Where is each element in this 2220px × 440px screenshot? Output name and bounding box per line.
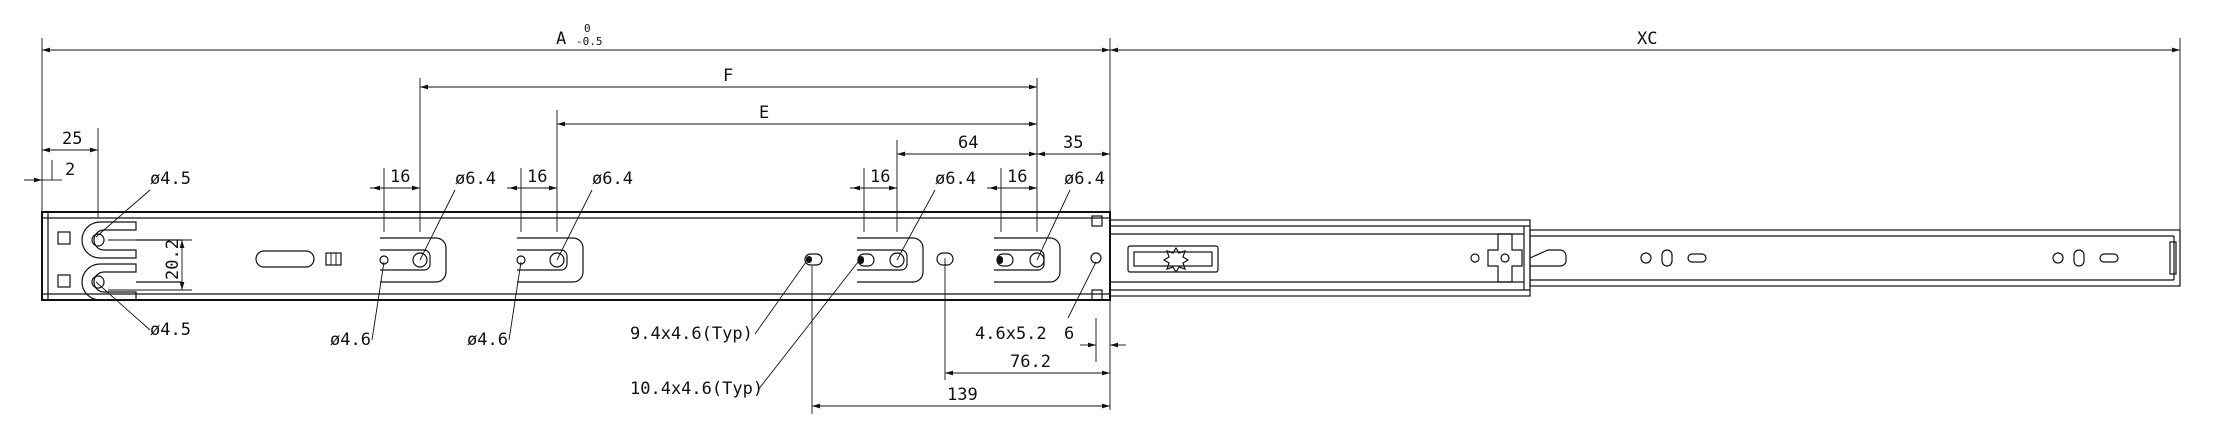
slot-4-6-label: 4.6x5.2 bbox=[975, 324, 1047, 344]
dim-20-2: 20.2 bbox=[163, 239, 183, 280]
dim-e: E bbox=[759, 103, 769, 123]
slot-9-4-label: 9.4x4.6(Typ) bbox=[630, 324, 753, 344]
inner-member bbox=[41, 211, 1111, 301]
dim-35: 35 bbox=[1063, 133, 1083, 153]
dia-6-4-4: ø6.4 bbox=[1064, 169, 1105, 189]
dim-64: 64 bbox=[958, 133, 978, 153]
front-bracket bbox=[81, 221, 182, 301]
dia-4-6-2: ø4.6 bbox=[467, 330, 508, 350]
dia-6-4-3: ø6.4 bbox=[935, 169, 976, 189]
dia-6-4-2: ø6.4 bbox=[592, 169, 633, 189]
mount-hole-group-2 bbox=[516, 237, 584, 283]
dim-a: A bbox=[556, 29, 566, 49]
dim-2: 2 bbox=[65, 160, 75, 180]
extended-members bbox=[1109, 219, 2181, 297]
dia-4-5-top: ø4.5 bbox=[150, 169, 191, 189]
dim-76-2: 76.2 bbox=[1010, 352, 1051, 372]
mount-hole-group-1 bbox=[379, 237, 447, 283]
dim-f: F bbox=[723, 66, 733, 86]
dimension-labels: A 0 -0.5 XC F E 64 35 25 2 16 16 16 16 ø… bbox=[62, 22, 1657, 405]
mount-hole-group-3 bbox=[857, 237, 924, 283]
dim-a-tol-lower: -0.5 bbox=[576, 35, 603, 48]
dim-16-4: 16 bbox=[1007, 167, 1027, 187]
dim-6: 6 bbox=[1064, 324, 1074, 344]
dia-4-5-bottom: ø4.5 bbox=[150, 320, 191, 340]
dimension-lines bbox=[24, 47, 2180, 409]
dia-4-6-1: ø4.6 bbox=[330, 330, 371, 350]
dim-16-1: 16 bbox=[390, 167, 410, 187]
leader-lines bbox=[95, 189, 1097, 391]
dim-a-tol-upper: 0 bbox=[584, 22, 591, 35]
dim-139: 139 bbox=[947, 385, 978, 405]
dia-6-4-1: ø6.4 bbox=[455, 169, 496, 189]
dim-16-3: 16 bbox=[870, 167, 890, 187]
mount-hole-group-4 bbox=[994, 237, 1061, 283]
dim-16-2: 16 bbox=[527, 167, 547, 187]
dim-xc: XC bbox=[1637, 29, 1657, 49]
dim-25: 25 bbox=[62, 129, 82, 149]
slot-10-4-label: 10.4x4.6(Typ) bbox=[630, 379, 763, 399]
